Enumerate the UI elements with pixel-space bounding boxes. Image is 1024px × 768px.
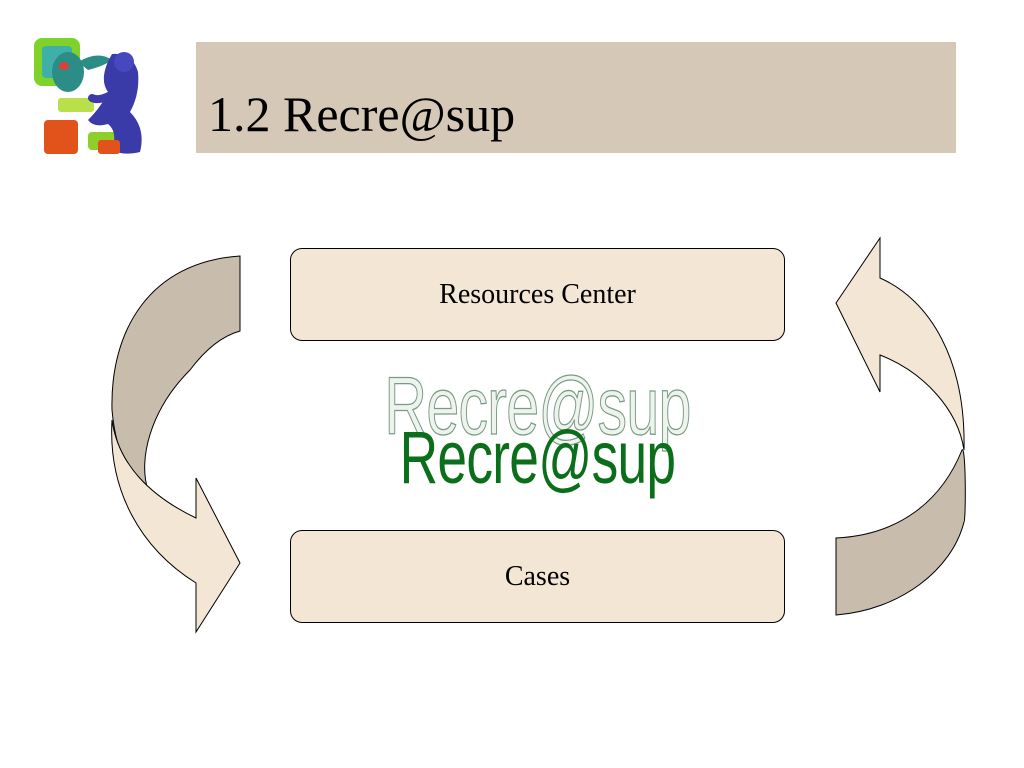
wordart-shadow-text: Recre@sup [384, 360, 692, 452]
right-arrow-front [835, 236, 965, 451]
right-arrow-back [835, 449, 966, 616]
resources-center-box: Resources Center [290, 248, 785, 341]
cases-box: Cases [290, 530, 785, 623]
wordart-main-text: Recre@sup [399, 416, 676, 499]
person-at-computer-icon [34, 38, 142, 154]
title-bar: 1.2 Recre@sup [196, 42, 956, 153]
left-arrow-front [111, 419, 241, 634]
left-arrow-back [111, 255, 241, 492]
slide-title: 1.2 Recre@sup [208, 86, 516, 142]
